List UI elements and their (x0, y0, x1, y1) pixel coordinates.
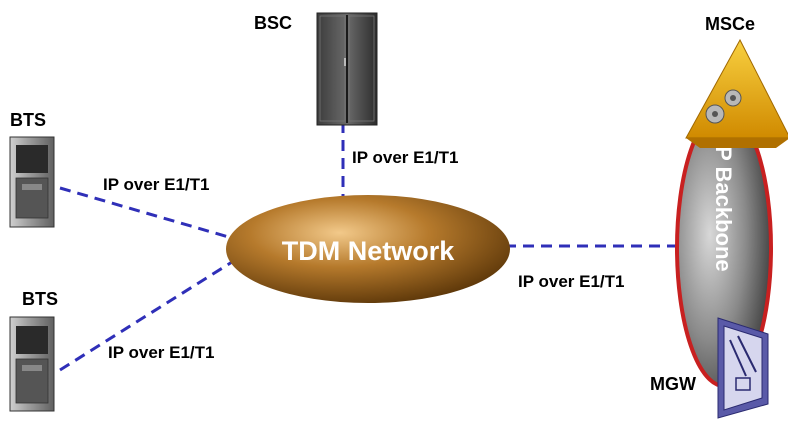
mgw-gateway-icon (717, 317, 769, 419)
link-bts-top-tdm (59, 186, 233, 240)
bsc-rack-icon (316, 12, 378, 126)
link-label-bts-top-tdm: IP over E1/T1 (103, 175, 209, 194)
msce-label: MSCe (705, 14, 755, 34)
mgw-label: MGW (650, 374, 696, 394)
tdm-network-cloud: TDM Network (226, 195, 510, 303)
bts-bottom-icon (9, 316, 55, 412)
tdm-network-label: TDM Network (282, 236, 455, 266)
link-label-bsc-tdm: IP over E1/T1 (352, 148, 458, 167)
bts-top-label: BTS (10, 110, 46, 130)
msce-gears-icon (685, 38, 788, 148)
link-bts-bottom-tdm (59, 260, 233, 372)
bts-top-icon (9, 136, 55, 228)
link-label-tdm-backbone: IP over E1/T1 (518, 272, 624, 291)
ip-backbone-label: IP Backbone (711, 140, 736, 272)
ip-backbone-capsule: IP Backbone (675, 108, 773, 388)
link-label-bts-bottom-tdm: IP over E1/T1 (108, 343, 214, 362)
bts-bottom-label: BTS (22, 289, 58, 309)
bsc-label: BSC (254, 13, 292, 33)
